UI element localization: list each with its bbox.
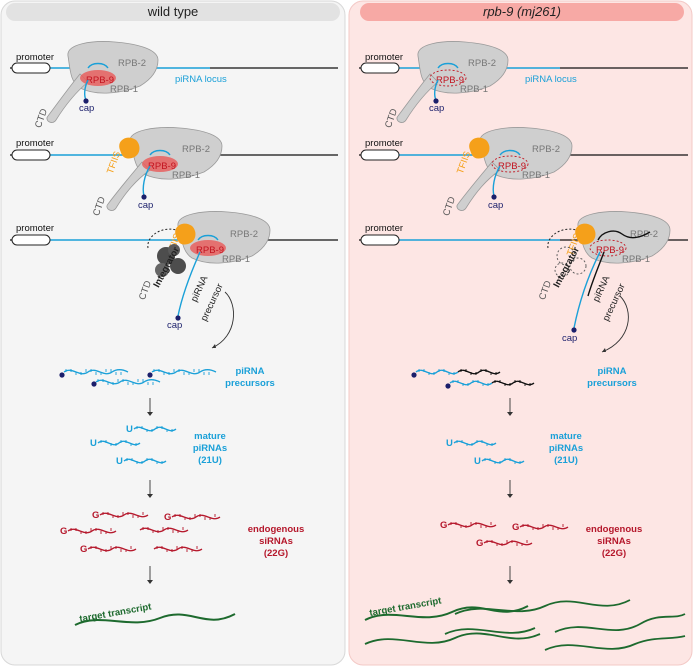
left-row1-rpb9-label: RPB-9	[86, 75, 114, 86]
right-row2-rpb2-label: RPB-2	[532, 144, 560, 155]
right-row3-polymerase-integrator: promoter TFIIS RPB-9 RPB-2 RPB-1 Integra…	[359, 211, 688, 353]
left-row2-promoter-icon	[11, 149, 51, 161]
left-row2-cap-icon	[141, 194, 147, 200]
right-sirnas-label-1: endogenous	[586, 524, 642, 535]
left-sirnas-label-3: (22G)	[264, 548, 288, 559]
left-mature-label-1: mature	[194, 431, 226, 442]
left-row3-polymerase-integrator: promoter TFIIS RPB-9 RPB-2 RPB-1 Integra…	[10, 211, 338, 349]
left-mature-label-3: (21U)	[198, 455, 222, 466]
left-row1-promoter-icon	[11, 62, 51, 74]
right-pirna-precursors-group: piRNA precursors	[411, 366, 637, 389]
left-row1-rpb2-label: RPB-2	[118, 58, 146, 69]
right-row2-cap-icon	[491, 194, 497, 200]
left-u-2: U	[90, 438, 97, 449]
left-row3-rpb1-label: RPB-1	[222, 254, 250, 265]
left-panel-title: wild type	[147, 4, 199, 19]
left-row2-polymerase-tfiis: promoter TFIIS RPB-9 RPB-2 RPB-1 cap CTD	[10, 127, 338, 217]
right-row2-cap-label: cap	[488, 200, 503, 211]
right-precursors-label-2: precursors	[587, 378, 637, 389]
left-title-bar	[6, 3, 340, 21]
right-mature-pirnas-group: U U mature piRNAs (21U)	[446, 431, 583, 467]
right-row3-promoter-label: promoter	[365, 223, 403, 234]
left-row1-promoter-label: promoter	[16, 52, 54, 63]
right-sirnas-label-2: siRNAs	[597, 536, 631, 547]
right-g-1: G	[440, 520, 447, 531]
left-row2-rpb1-label: RPB-1	[172, 170, 200, 181]
left-mature-label-2: piRNAs	[193, 443, 227, 454]
right-row2-polymerase-tfiis: promoter TFIIS RPB-9 RPB-2 RPB-1 cap CTD	[359, 127, 688, 217]
left-precursors-label-2: precursors	[225, 378, 275, 389]
right-row2-promoter-icon	[360, 149, 400, 161]
left-row1-cap-icon	[83, 98, 89, 104]
right-sirnas-group: G G G endogenous siRNAs (22G)	[440, 520, 642, 559]
left-u-1: U	[126, 424, 133, 435]
left-row1-pirna-locus-label: piRNA locus	[175, 74, 227, 85]
right-row1-promoter-icon	[360, 62, 400, 74]
right-sirnas-label-3: (22G)	[602, 548, 626, 559]
right-row1-cap-icon	[433, 98, 439, 104]
left-precursors-label-1: piRNA	[235, 366, 264, 377]
right-row3-rpb9-label: RPB-9	[596, 245, 624, 256]
left-g-2: G	[164, 512, 171, 523]
right-u-2: U	[474, 456, 481, 467]
left-row1-polymerase-complex: promoter RPB-9 RPB-2 RPB-1 cap CTD piRNA…	[10, 41, 338, 129]
right-row2-rpb9-label: RPB-9	[498, 161, 526, 172]
left-sirnas-group: G G G G endogenous siRNAs (22G)	[60, 510, 304, 559]
right-precursors-label-1: piRNA	[597, 366, 626, 377]
left-g-1: G	[92, 510, 99, 521]
right-row3-cap-label: cap	[562, 333, 577, 344]
right-row1-rpb2-label: RPB-2	[468, 58, 496, 69]
left-row2-rpb2-label: RPB-2	[182, 144, 210, 155]
left-sirnas-label-2: siRNAs	[259, 536, 293, 547]
left-panel	[0, 0, 346, 666]
left-row1-rpb1-label: RPB-1	[110, 84, 138, 95]
left-row2-rpb9-label: RPB-9	[148, 161, 176, 172]
right-title-bar	[360, 3, 684, 21]
right-u-1: U	[446, 438, 453, 449]
right-row3-rpb1-label: RPB-1	[622, 254, 650, 265]
left-row1-cap-label: cap	[79, 103, 94, 114]
left-row3-promoter-label: promoter	[16, 223, 54, 234]
right-g-2: G	[512, 522, 519, 533]
right-row1-pirna-locus-label: piRNA locus	[525, 74, 577, 85]
left-row2-promoter-label: promoter	[16, 138, 54, 149]
right-panel	[348, 0, 693, 666]
right-mature-label-3: (21U)	[554, 455, 578, 466]
left-release-arrow	[211, 291, 234, 349]
left-row3-rpb9-label: RPB-9	[196, 245, 224, 256]
left-pirna-precursors-group: piRNA precursors	[59, 366, 275, 389]
right-row2-rpb1-label: RPB-1	[522, 170, 550, 181]
right-row2-promoter-label: promoter	[365, 138, 403, 149]
right-mature-label-1: mature	[550, 431, 582, 442]
right-mature-label-2: piRNAs	[549, 443, 583, 454]
left-g-3: G	[60, 526, 67, 537]
right-release-arrow	[601, 295, 629, 353]
right-g-3: G	[476, 538, 483, 549]
left-row3-rpb2-label: RPB-2	[230, 229, 258, 240]
left-sirnas-label-1: endogenous	[248, 524, 304, 535]
right-row3-promoter-icon	[360, 234, 400, 246]
right-row1-rpb9-label: RPB-9	[436, 75, 464, 86]
right-panel-title: rpb-9 (mj261)	[483, 4, 561, 19]
left-mature-pirnas-group: U U U mature piRNAs (21U)	[90, 424, 227, 467]
left-row3-cap-label: cap	[167, 320, 182, 331]
left-row2-cap-label: cap	[138, 200, 153, 211]
right-row1-polymerase-complex: promoter RPB-9 RPB-2 RPB-1 cap CTD piRNA…	[359, 41, 688, 129]
left-g-4: G	[80, 544, 87, 555]
right-row3-cap-icon	[571, 327, 577, 333]
left-row3-promoter-icon	[11, 234, 51, 246]
left-u-3: U	[116, 456, 123, 467]
right-row1-cap-label: cap	[429, 103, 444, 114]
right-row1-rpb1-label: RPB-1	[460, 84, 488, 95]
left-row3-cap-icon	[175, 315, 181, 321]
right-row1-promoter-label: promoter	[365, 52, 403, 63]
